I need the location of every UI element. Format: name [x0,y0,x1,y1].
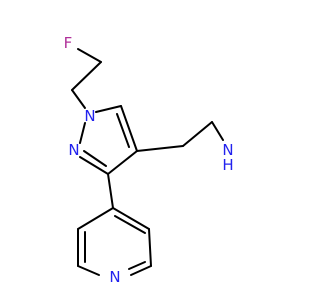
bond-n1-c5 [95,105,122,113]
bond-py-2 [148,228,152,267]
atom-f-label: F [64,34,73,52]
bond-n2-n1 [79,122,86,144]
bond-py-1 [112,207,150,230]
atom-n1-label: N [84,107,95,125]
bond-py-3-double [128,261,146,270]
bonds [71,48,224,276]
bond-py-6 [77,207,114,230]
bond-cb-n [211,121,224,141]
atom-pyridine-n-label: N [109,268,120,286]
bond-ca-cb [182,121,213,147]
atom-amine-h-label: H [222,156,233,174]
bond-c3-n2-double [83,150,107,167]
bond-c4-ca [136,145,184,152]
bond-py-1-double [114,215,146,234]
bond-c-n1 [71,89,86,109]
bond-py-3 [130,265,152,276]
bond-c-c [71,61,102,91]
bond-c3-py [107,173,114,209]
bond-c4-c3 [107,150,138,175]
bond-c5-c4-double [116,113,130,148]
atom-amine-n-label: N [222,141,233,159]
bond-c5-c4 [120,105,138,152]
atom-labels: F N N H N N [64,34,234,286]
bond-f-c [77,48,102,63]
bond-c3-n2 [79,156,109,175]
atom-n2-label: N [68,141,79,159]
bond-py-4 [77,265,100,276]
structure-diagram: F N N H N N [64,34,234,286]
